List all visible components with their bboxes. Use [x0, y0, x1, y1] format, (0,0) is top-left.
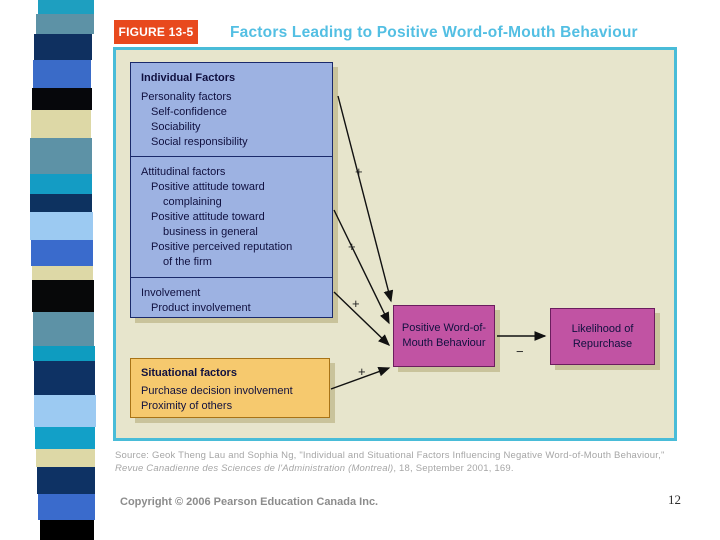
- decor-block: [37, 467, 95, 494]
- decor-block: [31, 110, 91, 138]
- list-item: Self-confidence: [151, 106, 227, 118]
- list-item: complaining: [163, 196, 222, 208]
- decor-block: [31, 240, 93, 266]
- decor-block: [30, 212, 93, 240]
- situational-factors-heading: Situational factors: [141, 367, 237, 379]
- decor-block: [32, 88, 92, 110]
- list-item: Proximity of others: [141, 400, 233, 412]
- involvement-heading: Involvement: [141, 287, 201, 299]
- decor-block: [32, 280, 94, 312]
- source-citation: Source: Geok Theng Lau and Sophia Ng, "I…: [115, 449, 690, 475]
- list-item: Personality factors: [141, 91, 232, 103]
- decor-block: [38, 0, 94, 14]
- wom-box-label: Positive Word-of-Mouth Behaviour: [401, 322, 487, 349]
- list-item: Social responsibility: [151, 136, 248, 148]
- decor-block: [30, 174, 92, 194]
- situational-factors-box: Situational factors Purchase decision in…: [130, 358, 330, 418]
- individual-factors-heading: Individual Factors: [141, 72, 236, 84]
- page-number: 12: [668, 492, 681, 507]
- decor-block: [30, 194, 92, 212]
- decor-block: [32, 266, 93, 280]
- positive-wom-behaviour-box: Positive Word-of-Mouth Behaviour: [393, 305, 495, 367]
- decor-block: [33, 60, 91, 88]
- source-prefix: Source: Geok Theng Lau and Sophia Ng, "I…: [115, 450, 665, 461]
- figure-number-label: FIGURE 13-5: [114, 20, 198, 44]
- individual-factors-box: Individual Factors Personality factors S…: [130, 62, 333, 318]
- decorative-color-strip: [30, 0, 110, 540]
- likelihood-of-repurchase-box: Likelihood of Repurchase: [550, 308, 655, 365]
- list-item: Positive attitude toward: [151, 181, 265, 193]
- list-item: Positive attitude toward: [151, 211, 265, 223]
- decor-block: [36, 14, 94, 34]
- decor-block: [34, 361, 95, 395]
- decor-block: [35, 427, 95, 449]
- decor-block: [38, 494, 95, 520]
- list-item: Positive perceived reputation: [151, 241, 293, 253]
- source-suffix: , 18, September 2001, 169.: [393, 463, 514, 474]
- personality-section: Individual Factors Personality factors S…: [131, 63, 332, 156]
- list-item: of the firm: [163, 256, 212, 268]
- decor-block: [30, 138, 92, 174]
- list-item: Product involvement: [151, 302, 251, 314]
- list-item: Sociability: [151, 121, 201, 133]
- decor-block: [34, 34, 92, 60]
- repurchase-box-label: Likelihood of Repurchase: [571, 322, 634, 350]
- decor-block: [36, 449, 95, 467]
- attitudinal-factors-heading: Attitudinal factors: [141, 166, 226, 178]
- involvement-section: Involvement Product involvement: [131, 277, 332, 317]
- attitudinal-section: Attitudinal factors Positive attitude to…: [131, 156, 332, 277]
- decor-block: [33, 346, 95, 361]
- decor-block: [34, 395, 96, 427]
- list-item: Purchase decision involvement: [141, 385, 293, 397]
- slide-title: Factors Leading to Positive Word-of-Mout…: [230, 24, 638, 41]
- decor-block: [33, 312, 94, 346]
- source-journal: Revue Canadienne des Sciences de l'Admin…: [115, 463, 394, 474]
- decor-block: [40, 520, 94, 540]
- copyright-notice: Copyright © 2006 Pearson Education Canad…: [120, 496, 379, 508]
- list-item: business in general: [163, 226, 258, 238]
